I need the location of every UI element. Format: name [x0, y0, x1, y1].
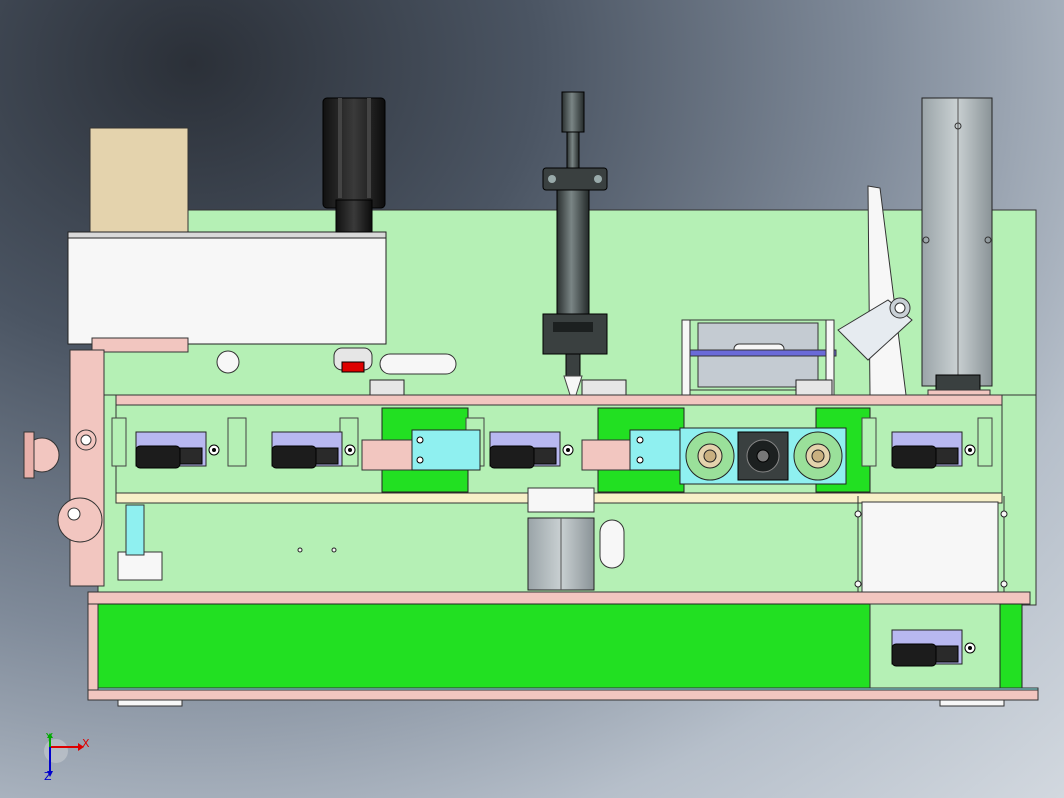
- flange-center: [737, 431, 789, 481]
- white-housing: [67, 231, 387, 345]
- black-vertical-motor: [322, 97, 386, 209]
- beige-box: [89, 127, 189, 237]
- central-cylinder: [556, 189, 590, 317]
- right-vertical-rail: [921, 97, 993, 387]
- green-conveyor-belt: [97, 603, 871, 691]
- upper-rail: [115, 394, 1003, 406]
- cylindrical-coupler: [837, 297, 913, 361]
- cyan-valve-1: [411, 429, 481, 471]
- triad-y-label: Y: [46, 731, 53, 744]
- coordinate-triad-icon: [38, 733, 88, 783]
- left-valve-column: [69, 349, 105, 587]
- flange-right: [793, 431, 843, 481]
- flange-left: [685, 431, 735, 481]
- cyan-valve-2: [629, 429, 683, 471]
- triad-z-label: Z: [44, 770, 52, 783]
- triad-x-label: X: [82, 737, 90, 750]
